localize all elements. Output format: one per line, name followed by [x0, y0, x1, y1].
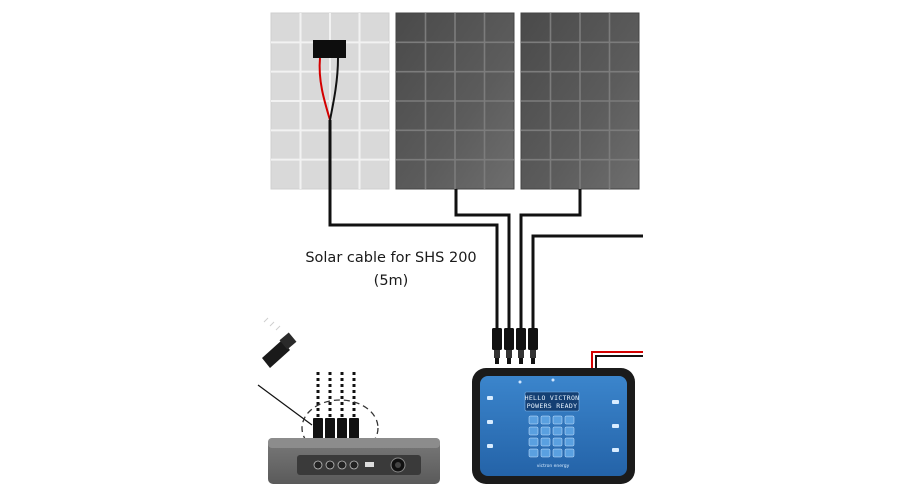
battery-wire	[591, 351, 643, 372]
keypad-button	[552, 437, 563, 447]
keypad-button	[564, 415, 575, 425]
keypad-button	[528, 448, 539, 458]
keypad-button	[564, 426, 575, 436]
solar-controller: HELLO VICTRON POWERS READY victron energ…	[472, 368, 635, 484]
cable-from-panel-2	[519, 189, 582, 330]
keypad-button	[540, 426, 551, 436]
controller-keypad	[528, 415, 575, 458]
cable-label-line1: Solar cable for SHS 200	[305, 250, 476, 266]
base-plugs	[313, 418, 359, 440]
keypad-button	[564, 437, 575, 447]
solar-panel-dark-1	[395, 12, 515, 190]
lcd-line-1: HELLO VICTRON	[525, 394, 580, 402]
cable-from-panel-1	[454, 189, 511, 330]
cable-label: Solar cable for SHS 200 (5m)	[305, 250, 476, 289]
junction-box	[313, 40, 346, 121]
keypad-button	[540, 448, 551, 458]
keypad-button	[528, 437, 539, 447]
usb-light-plug	[262, 317, 297, 368]
keypad-button	[528, 426, 539, 436]
keypad-button	[528, 415, 539, 425]
keypad-button	[552, 426, 563, 436]
keypad-button	[552, 415, 563, 425]
keypad-button	[540, 415, 551, 425]
base-unit	[268, 438, 440, 484]
cable-label-line2: (5m)	[374, 273, 409, 289]
lcd-line-2: POWERS READY	[527, 402, 578, 410]
cables	[328, 120, 643, 330]
keypad-button	[564, 448, 575, 458]
keypad-button	[540, 437, 551, 447]
cable-from-right	[531, 234, 643, 330]
keypad-button	[552, 448, 563, 458]
solar-panel-dark-2	[520, 12, 640, 190]
controller-side-icons	[487, 396, 619, 452]
controller-brand: victron energy	[537, 463, 570, 469]
controller-lcd	[524, 391, 580, 412]
mc4-connectors	[492, 328, 538, 364]
pointer-line	[257, 384, 313, 426]
cable-from-light-panel	[328, 120, 499, 330]
dashed-connectors	[316, 372, 356, 420]
